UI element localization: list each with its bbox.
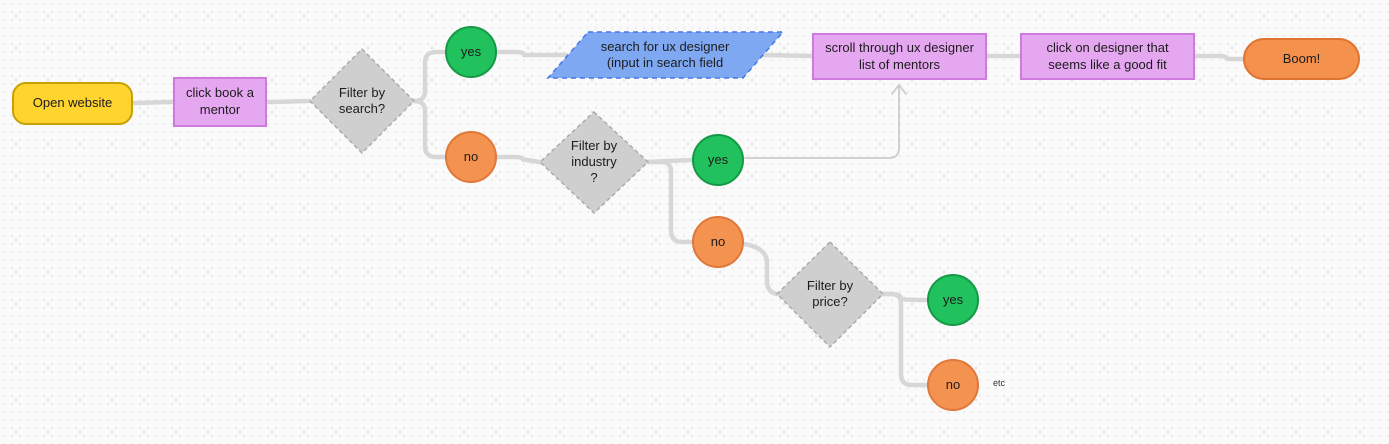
node-industry-yes-label: yes (707, 151, 729, 167)
arrow-industryyes-scroll[interactable] (744, 85, 900, 159)
node-price-no-label: no (945, 376, 961, 392)
node-price-yes-label: yes (942, 291, 964, 307)
node-industry-no[interactable]: no (692, 216, 744, 268)
node-price-no[interactable]: no (927, 359, 979, 411)
node-click-designer[interactable]: click on designer that seems like a good… (1020, 33, 1195, 80)
connector-filtersearch-yes[interactable] (411, 49, 448, 104)
node-scroll-mentor-list-label: scroll through ux designer list of mento… (825, 39, 974, 72)
node-boom[interactable]: Boom! (1243, 38, 1360, 80)
connector-start-book[interactable] (130, 99, 176, 106)
diamond-filter-search[interactable] (308, 47, 416, 155)
node-search-no[interactable]: no (445, 131, 497, 183)
connector-book-filtersearch[interactable] (264, 98, 313, 105)
node-price-yes[interactable]: yes (927, 274, 979, 326)
node-boom-label: Boom! (1282, 50, 1321, 66)
node-scroll-mentor-list[interactable]: scroll through ux designer list of mento… (812, 33, 987, 80)
parallelogram-search-field[interactable] (546, 31, 785, 79)
diamond-filter-industry[interactable] (538, 110, 650, 215)
arrowhead-up-icon (891, 84, 907, 95)
connector-filtersearch-no[interactable] (411, 98, 448, 160)
connector-industryno-filterprice[interactable] (741, 241, 780, 297)
connector-filterprice-no[interactable] (880, 291, 930, 388)
diamond-filter-price[interactable] (775, 240, 885, 349)
connector-no-filterindustry[interactable] (494, 154, 543, 165)
diamond-filter-search-label: Filter by search? (338, 84, 386, 116)
node-click-designer-label: click on designer that seems like a good… (1046, 39, 1169, 72)
node-search-yes[interactable]: yes (445, 26, 497, 78)
node-industry-yes[interactable]: yes (692, 134, 744, 186)
connector-filterindustry-no[interactable] (645, 159, 695, 245)
node-click-book-mentor[interactable]: click book a mentor (173, 77, 267, 127)
node-click-book-mentor-label: click book a mentor (186, 85, 254, 117)
node-search-yes-label: yes (460, 43, 482, 59)
node-industry-no-label: no (710, 233, 726, 249)
diamond-filter-price-label: Filter by price? (806, 277, 854, 309)
node-search-no-label: no (463, 148, 479, 164)
connector-yes-searchfield[interactable] (494, 49, 569, 58)
node-open-website-label: Open website (32, 95, 113, 111)
node-open-website[interactable]: Open website (12, 82, 133, 125)
connector-searchfield-scroll[interactable] (760, 52, 815, 59)
parallelogram-search-field-label: search for ux designer (input in search … (600, 38, 730, 70)
connector-click-boom[interactable] (1192, 53, 1246, 62)
etc-annotation: etc (993, 378, 1006, 388)
diamond-filter-industry-label: Filter by industry ? (570, 137, 618, 186)
